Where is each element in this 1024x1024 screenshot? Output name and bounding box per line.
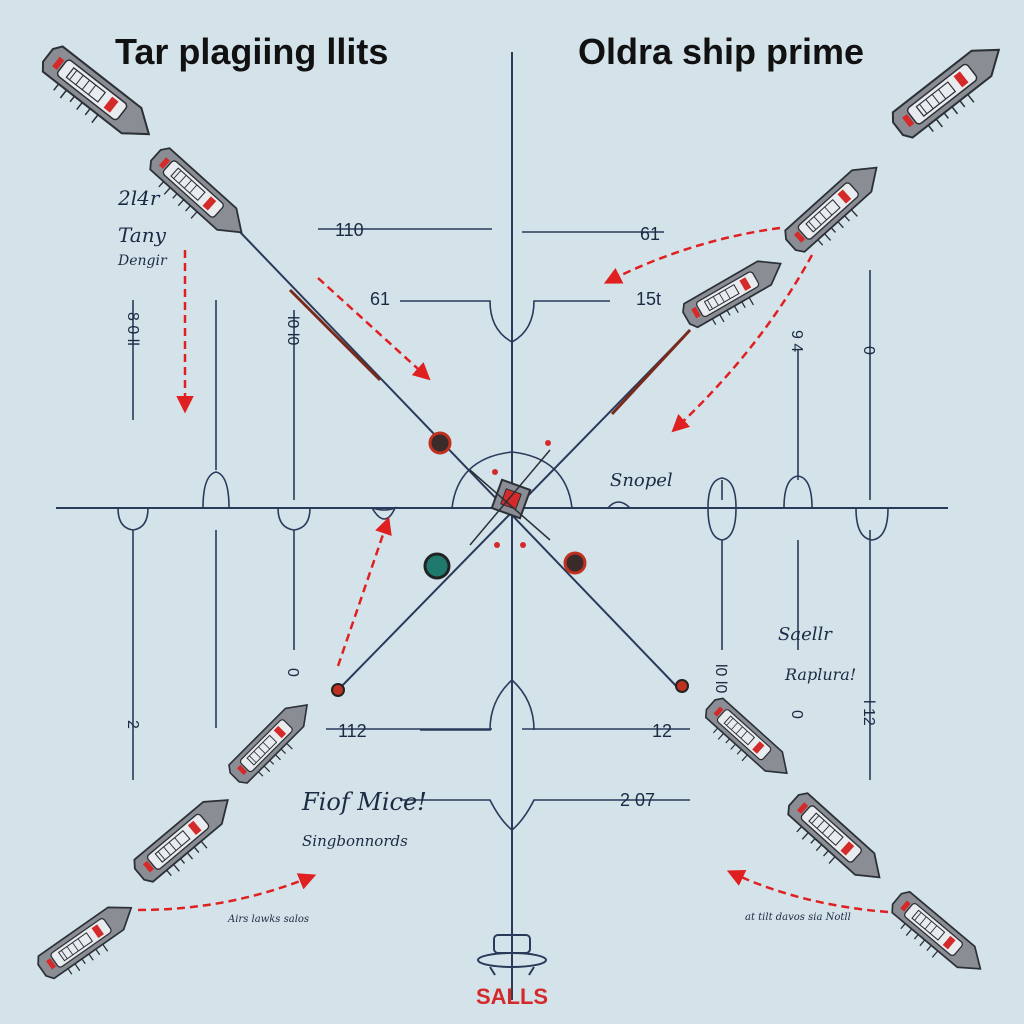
vlabel-right-low-3: l 12	[860, 700, 877, 726]
arrow-icon	[671, 254, 814, 433]
guide-upper-notch	[400, 300, 610, 343]
vlabel-right-low-2: 0	[788, 710, 805, 719]
ship-emblem-icon	[477, 920, 547, 976]
arrow-icon	[317, 277, 431, 381]
hump-4	[371, 506, 397, 520]
label-top-right: 61	[640, 224, 660, 244]
hump-6b	[707, 507, 737, 541]
vlabel-right-1: 9 4	[788, 330, 805, 352]
vlabel-left-mid-low: 0	[284, 668, 301, 677]
ship-icon	[696, 694, 797, 790]
hump-1	[117, 507, 149, 531]
right-title: Oldra ship prime	[578, 31, 864, 72]
arrow-icon	[336, 516, 392, 667]
node-icon	[331, 683, 345, 697]
note-tl-3: Dengir	[117, 253, 168, 269]
left-title: Tar plagiing llits	[115, 31, 388, 72]
vlabel-right-2: 0	[860, 346, 877, 355]
label-lower-right: 2 07	[620, 790, 655, 810]
ship-icon	[224, 695, 323, 793]
ship-icon	[33, 895, 145, 990]
label-mid-left: 61	[370, 289, 390, 309]
cable-diagonal-1	[239, 231, 681, 691]
label-bottom-left: 112	[338, 721, 367, 741]
center-arc	[451, 451, 573, 509]
ship-icon	[887, 36, 1016, 151]
cable-highlight-1	[288, 288, 382, 382]
arrow-icon	[726, 870, 889, 914]
guide-lowest	[400, 799, 690, 832]
brand-label: SALLS	[476, 984, 548, 1009]
hump-5	[607, 501, 631, 509]
hump-3	[277, 507, 311, 531]
hump-8	[855, 507, 889, 541]
label-mid-right: 15t	[636, 289, 661, 309]
note-tl-2: Tany	[118, 223, 167, 247]
center-hub-icon	[469, 440, 551, 548]
node-icon	[675, 679, 689, 693]
note-br-small: at tilt davos sia Notll	[745, 912, 851, 923]
label-bottom-right: 12	[652, 721, 672, 741]
arrow-icon	[137, 873, 317, 912]
ship-icon	[129, 788, 244, 894]
vlabel-left-1: 8 0 ll	[124, 312, 141, 346]
arrow-icon	[603, 226, 781, 284]
vlabel-left-low: 2	[124, 720, 141, 729]
ship-icon	[780, 156, 894, 264]
note-bl-small: Airs lawks salos	[227, 914, 309, 925]
ship-icon	[678, 251, 793, 339]
ship-icon	[777, 788, 891, 896]
note-center-right: Snopel	[610, 470, 673, 491]
note-bl-1: Fiof Mice!	[301, 788, 427, 816]
node-icon	[563, 551, 587, 575]
hump-6	[707, 477, 737, 509]
note-right-2: Raplura!	[784, 665, 856, 684]
note-tl-1: 2l4r	[117, 186, 161, 210]
note-bl-2: Singbonnords	[302, 832, 408, 850]
guide-lower-notch	[420, 678, 535, 731]
node-teal-icon	[423, 552, 451, 580]
label-top-left: 110	[335, 220, 364, 240]
vlabel-right-low-1: l0 l0	[712, 664, 729, 693]
cable-highlight-2	[610, 328, 692, 416]
hump-7	[783, 475, 813, 509]
note-right-1: Saellr	[778, 624, 833, 645]
node-icon	[428, 431, 452, 455]
vlabel-left-2: l0 l0	[284, 316, 301, 345]
ship-icon	[881, 887, 990, 987]
hump-2	[202, 471, 230, 509]
